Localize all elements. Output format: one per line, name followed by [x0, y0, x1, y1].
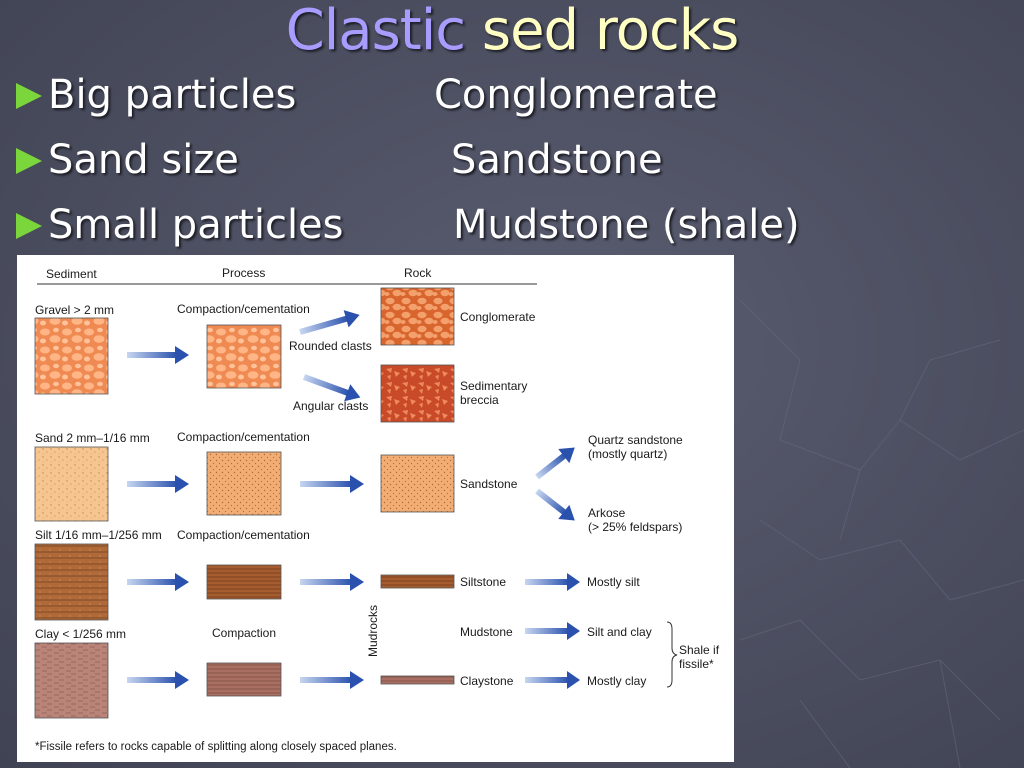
bullet-arrow-icon	[16, 213, 42, 239]
siltstone-label: Siltstone	[460, 575, 507, 589]
claystone-swatch	[380, 675, 455, 685]
shale-label: Shale if	[679, 643, 720, 657]
silt-label: Silt 1/16 mm–1/256 mm	[35, 528, 162, 542]
arrow-icon	[535, 488, 575, 521]
footnote: *Fissile refers to rocks capable of spli…	[35, 741, 397, 753]
sandstone-label: Sandstone	[460, 477, 518, 491]
clay-process: Compaction	[212, 626, 277, 640]
breccia-swatch	[380, 364, 455, 423]
arrow-icon	[127, 346, 189, 364]
bullet-2-right: Sandstone	[451, 137, 663, 183]
arrow-icon	[127, 671, 189, 689]
arrow-icon	[525, 671, 580, 689]
arrow-icon	[525, 622, 580, 640]
arrow-icon	[302, 374, 361, 402]
gravel-process: Compaction/cementation	[177, 302, 310, 316]
arrow-icon	[300, 671, 364, 689]
gravel-label: Gravel > 2 mm	[35, 303, 115, 317]
conglomerate-swatch	[380, 287, 455, 346]
bullet-1-left: Big particles	[48, 72, 297, 118]
angular-clasts-label: Angular clasts	[293, 399, 369, 413]
breccia-label: Sedimentary breccia	[460, 379, 540, 407]
gravel-swatch	[34, 317, 109, 395]
sand-compacted-swatch	[206, 451, 282, 516]
arrow-icon	[535, 447, 575, 480]
sand-swatch	[34, 446, 109, 522]
silt-swatch	[34, 543, 109, 621]
silt-and-clay-label: Silt and clay	[587, 625, 652, 639]
arrow-icon	[300, 475, 364, 493]
diagram-graphics	[34, 283, 678, 719]
shale-brace	[666, 621, 678, 688]
silt-compacted-swatch	[206, 564, 282, 600]
conglomerate-label: Conglomerate	[460, 310, 536, 324]
title-part-sed-rocks: sed rocks	[481, 0, 739, 63]
flow-arrows	[127, 310, 580, 689]
shale-label-2: fissile*	[679, 657, 714, 671]
clastic-rock-diagram: Sediment Process Rock Gravel > 2 mm Comp…	[17, 255, 734, 762]
gravel-compacted-swatch	[206, 324, 282, 389]
header-sediment: Sediment	[46, 267, 97, 281]
bullet-1-right: Conglomerate	[434, 72, 718, 118]
mudrocks-label: Mudrocks	[366, 604, 381, 658]
arkose-note: (> 25% feldspars)	[588, 520, 683, 534]
arrow-icon	[525, 573, 580, 591]
sand-process: Compaction/cementation	[177, 430, 310, 444]
rounded-clasts-label: Rounded clasts	[289, 339, 372, 353]
bullet-2-left: Sand size	[48, 137, 239, 183]
silt-process: Compaction/cementation	[177, 528, 310, 542]
claystone-label: Claystone	[460, 674, 514, 688]
clay-compacted-swatch	[206, 662, 282, 697]
mostly-silt-label: Mostly silt	[587, 575, 640, 589]
sand-label: Sand 2 mm–1/16 mm	[35, 431, 150, 445]
clay-label: Clay < 1/256 mm	[35, 627, 127, 641]
bullet-arrow-icon	[16, 148, 42, 174]
slide-title: Clastic sed rocks	[0, 0, 1024, 70]
arrow-icon	[127, 573, 189, 591]
arkose-label: Arkose	[588, 506, 626, 520]
quartz-sandstone-label: Quartz sandstone	[588, 433, 683, 447]
clay-swatch	[34, 642, 109, 719]
siltstone-swatch	[380, 574, 455, 589]
arrow-icon	[127, 475, 189, 493]
mostly-clay-label: Mostly clay	[587, 674, 647, 688]
header-process: Process	[222, 266, 266, 280]
sandstone-swatch	[380, 454, 455, 513]
bullet-3-left: Small particles	[48, 202, 344, 248]
breccia-label-text: Sedimentary breccia	[460, 379, 528, 407]
header-rock: Rock	[404, 266, 432, 280]
arrow-icon	[299, 310, 360, 335]
bullet-3-right: Mudstone (shale)	[453, 202, 800, 248]
mudstone-label: Mudstone	[460, 625, 513, 639]
bullet-arrow-icon	[16, 83, 42, 109]
quartz-sandstone-note: (mostly quartz)	[588, 447, 668, 461]
title-part-clastic: Clastic	[285, 0, 466, 63]
arrow-icon	[300, 573, 364, 591]
